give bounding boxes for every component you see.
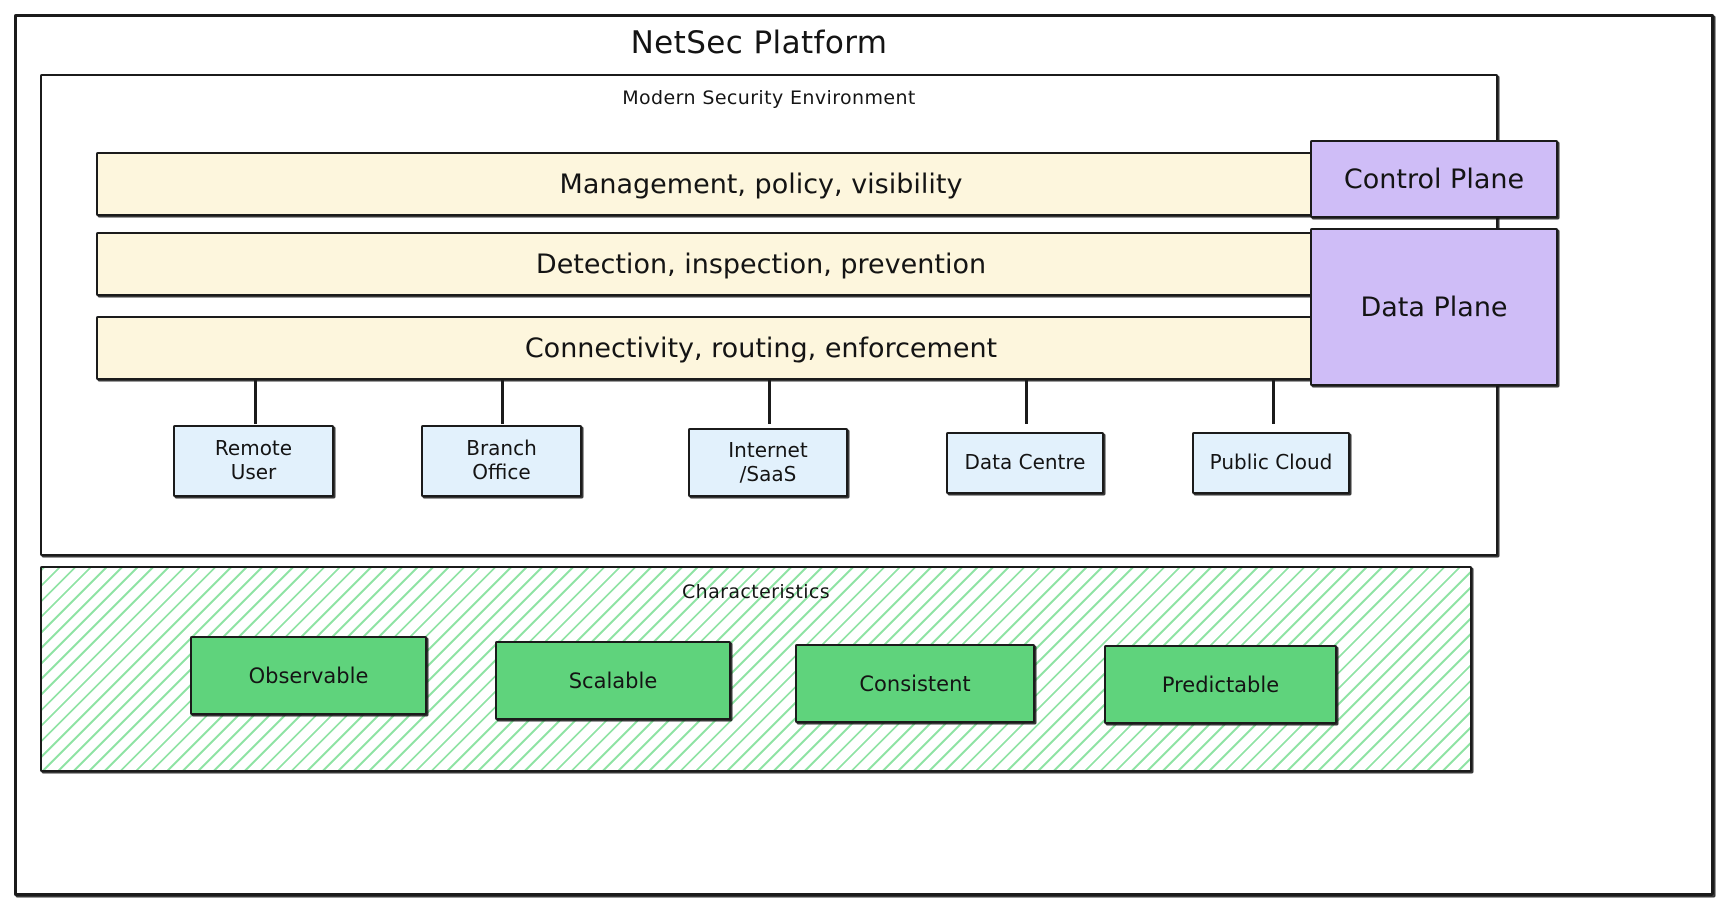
connector-data-centre xyxy=(1025,380,1028,424)
characteristics-title: Characteristics xyxy=(681,581,831,603)
node-public-cloud[interactable]: Public Cloud xyxy=(1192,432,1350,494)
characteristic-predictable[interactable]: Predictable xyxy=(1104,645,1337,724)
node-data-centre[interactable]: Data Centre xyxy=(946,432,1104,494)
characteristic-consistent[interactable]: Consistent xyxy=(795,644,1035,723)
characteristic-scalable[interactable]: Scalable xyxy=(495,641,731,720)
connector-remote-user xyxy=(254,380,257,424)
environment-title: Modern Security Environment xyxy=(622,87,916,109)
control-plane-box[interactable]: Control Plane xyxy=(1310,140,1558,218)
netsec-platform-frame[interactable] xyxy=(14,14,1714,896)
node-internet-saas[interactable]: Internet /SaaS xyxy=(688,428,848,497)
layer-connectivity[interactable]: Connectivity, routing, enforcement xyxy=(96,316,1426,380)
characteristic-observable[interactable]: Observable xyxy=(190,636,427,715)
data-plane-box[interactable]: Data Plane xyxy=(1310,228,1558,386)
node-branch-office[interactable]: Branch Office xyxy=(421,425,582,497)
connector-branch-office xyxy=(501,380,504,424)
layer-management[interactable]: Management, policy, visibility xyxy=(96,152,1426,216)
node-remote-user[interactable]: Remote User xyxy=(173,425,334,497)
connector-public-cloud xyxy=(1272,380,1275,424)
layer-detection[interactable]: Detection, inspection, prevention xyxy=(96,232,1426,296)
connector-internet-saas xyxy=(768,380,771,424)
page-title: NetSec Platform xyxy=(630,25,888,61)
